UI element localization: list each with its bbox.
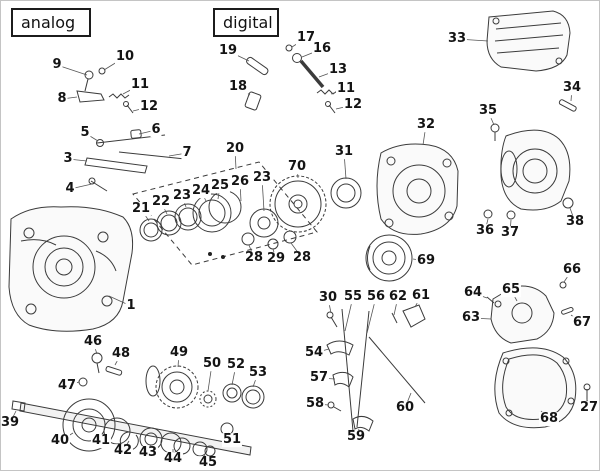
part-callout-12: 12 (342, 97, 364, 113)
digital-section-box: digital (213, 8, 279, 37)
part-callout-35: 35 (477, 103, 499, 119)
part-main-housing (9, 207, 133, 332)
part-callout-64: 64 (462, 285, 484, 301)
part-callout-55: 55 (342, 289, 364, 305)
part-callout-25: 25 (209, 178, 231, 194)
part-callout-19: 19 (217, 43, 239, 59)
part-callout-48: 48 (110, 346, 132, 362)
part-cover-68 (495, 348, 590, 428)
part-callout-9: 9 (51, 57, 63, 73)
part-callout-28: 28 (243, 250, 265, 266)
part-callout-5: 5 (79, 125, 91, 141)
analog-section-box: analog (11, 8, 91, 37)
part-callout-31: 31 (333, 144, 355, 160)
part-callout-28: 28 (291, 250, 313, 266)
part-callout-46: 46 (82, 334, 104, 350)
part-callout-20: 20 (224, 141, 246, 157)
part-callout-8: 8 (56, 91, 68, 107)
part-shift-forks (327, 305, 425, 431)
part-callout-65: 65 (500, 282, 522, 298)
part-callout-33: 33 (446, 31, 468, 47)
part-callout-32: 32 (415, 117, 437, 133)
part-callout-69: 69 (415, 253, 437, 269)
part-callout-21: 21 (130, 201, 152, 217)
part-callout-62: 62 (387, 289, 409, 305)
part-callout-1: 1 (125, 298, 137, 314)
part-callout-57: 57 (308, 370, 330, 386)
part-callout-30: 30 (317, 290, 339, 306)
part-callout-39: 39 (0, 415, 21, 431)
part-callout-60: 60 (394, 400, 416, 416)
part-callout-59: 59 (345, 429, 367, 445)
part-bracket-63 (487, 282, 574, 343)
part-callout-22: 22 (150, 194, 172, 210)
analog-label: analog (21, 13, 76, 32)
part-callout-29: 29 (265, 251, 287, 267)
part-callout-27: 27 (578, 400, 599, 416)
part-callout-56: 56 (365, 289, 387, 305)
digital-label: digital (223, 13, 273, 32)
part-callout-42: 42 (112, 443, 134, 459)
part-callout-47: 47 (56, 378, 78, 394)
gear-set-outline (133, 162, 317, 265)
part-housing-32 (377, 144, 458, 234)
part-callout-36: 36 (474, 223, 496, 239)
part-callout-61: 61 (410, 288, 432, 304)
part-callout-26: 26 (229, 174, 251, 190)
part-callout-3: 3 (62, 151, 74, 167)
part-callout-41: 41 (90, 433, 112, 449)
part-callout-40: 40 (49, 433, 71, 449)
part-callout-13: 13 (327, 62, 349, 78)
part-callout-11: 11 (129, 77, 151, 93)
part-callout-49: 49 (168, 345, 190, 361)
part-callout-37: 37 (499, 225, 521, 241)
part-analog-linkage (77, 68, 185, 191)
part-callout-11: 11 (335, 81, 357, 97)
part-callout-24: 24 (190, 183, 212, 199)
part-housing-33 (487, 11, 570, 71)
part-callout-18: 18 (227, 79, 249, 95)
part-callout-58: 58 (304, 396, 326, 412)
part-callout-16: 16 (311, 41, 333, 57)
part-callout-6: 6 (150, 122, 162, 138)
part-callout-10: 10 (114, 49, 136, 65)
part-callout-45: 45 (197, 455, 219, 471)
part-callout-66: 66 (561, 262, 583, 278)
part-callout-34: 34 (561, 80, 583, 96)
part-callout-63: 63 (460, 310, 482, 326)
part-callout-67: 67 (571, 315, 593, 331)
part-pulley-69 (366, 235, 412, 281)
part-callout-54: 54 (303, 345, 325, 361)
part-callout-7: 7 (181, 145, 193, 161)
part-callout-23: 23 (251, 170, 273, 186)
part-callout-68: 68 (538, 411, 560, 427)
part-callout-51: 51 (221, 432, 243, 448)
part-callout-12: 12 (138, 99, 160, 115)
part-callout-23: 23 (171, 188, 193, 204)
part-callout-53: 53 (247, 365, 269, 381)
part-callout-44: 44 (162, 451, 184, 467)
part-callout-70: 70 (286, 159, 308, 175)
part-callout-50: 50 (201, 356, 223, 372)
part-callout-17: 17 (295, 30, 317, 46)
part-callout-43: 43 (137, 445, 159, 461)
part-callout-38: 38 (564, 214, 586, 230)
part-gear-stack (140, 191, 296, 259)
part-callout-4: 4 (64, 181, 76, 197)
part-callout-52: 52 (225, 357, 247, 373)
part-right-cluster (484, 99, 577, 219)
